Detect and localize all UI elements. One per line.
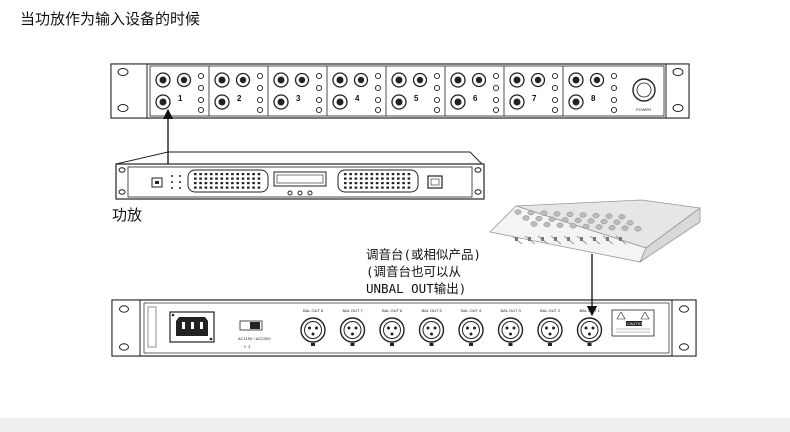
channel-strip: 1 <box>155 72 205 114</box>
xlr-output-label: BAL OUT 5 <box>422 308 443 313</box>
channel-number: 8 <box>591 94 596 103</box>
mixer-label-line: 调音台(或相似产品) <box>366 247 482 262</box>
xlr-output: BAL OUT 4 <box>458 308 484 346</box>
xlr-output-label: BAL OUT 2 <box>540 308 561 313</box>
power-knob-icon <box>632 78 656 102</box>
mixer-console <box>489 199 702 264</box>
channel-strip: 4 <box>326 66 382 116</box>
channel-number: 4 <box>355 94 360 103</box>
xlr-output-label: BAL OUT 7 <box>343 308 364 313</box>
channel-number: 1 <box>178 94 183 103</box>
mixer-label-line: UNBAL OUT输出) <box>366 281 467 296</box>
xlr-output: BAL OUT 2 <box>537 308 563 346</box>
mixer-knobs <box>511 209 642 245</box>
channel-number: 2 <box>237 94 242 103</box>
vent-grill-right <box>344 173 411 189</box>
channel-strip: 3 <box>267 66 323 116</box>
channel-number: 5 <box>414 94 419 103</box>
top-rack-unit: 1 2 3 4 5 6 7 8 POWER <box>110 63 690 119</box>
power-label: POWER <box>636 107 651 112</box>
xlr-output-label: BAL OUT 4 <box>461 308 482 313</box>
footer-band <box>0 418 790 432</box>
caution-title: CAUTION <box>627 321 645 326</box>
xlr-output-label: BAL OUT 8 <box>303 308 324 313</box>
channel-strip: 2 <box>208 66 264 116</box>
amplifier-unit <box>115 151 485 200</box>
channel-strip: 7 <box>503 66 559 116</box>
xlr-output: BAL OUT 6 <box>379 308 405 346</box>
xlr-output: BAL OUT 3 <box>497 308 524 346</box>
xlr-output-row: BAL OUT 8 BAL OUT 7 BAL OUT 6 BAL OUT 5 BAL … <box>300 308 603 346</box>
channel-strip: 8 <box>562 66 618 116</box>
mixer-label-line: (调音台也可以从 <box>366 264 462 279</box>
mixer-label: 调音台(或相似产品) (调音台也可以从 UNBAL OUT输出) <box>366 246 481 297</box>
channel-strip: 5 <box>385 66 441 116</box>
xlr-output: BAL OUT 5 <box>418 308 445 346</box>
voltage-label: AC115V / AC230V <box>238 336 271 341</box>
amplifier-label: 功放 <box>112 206 143 224</box>
channel-number: 6 <box>473 94 478 103</box>
channel-strip-group: 1 2 3 4 5 6 7 8 <box>155 66 618 116</box>
channel-strip: 6 <box>444 66 500 116</box>
xlr-output-label: BAL OUT 6 <box>382 308 403 313</box>
xlr-output-label: BAL OUT 1 <box>580 308 601 313</box>
channel-number: 7 <box>532 94 537 103</box>
diagram-heading: 当功放作为输入设备的时候 <box>20 10 201 28</box>
xlr-output: BAL OUT 8 <box>300 308 326 346</box>
svg-text:ϟ ⏚: ϟ ⏚ <box>244 343 251 349</box>
channel-number: 3 <box>296 94 301 103</box>
vent-grill-left <box>194 173 261 189</box>
xlr-output: BAL OUT 7 <box>339 308 366 346</box>
xlr-output-label: BAL OUT 3 <box>501 308 522 313</box>
